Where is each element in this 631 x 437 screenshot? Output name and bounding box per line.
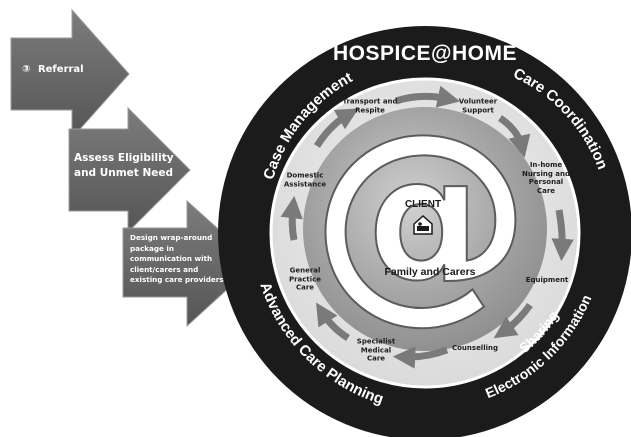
step-volunteer-support: Volunteer Support [458,97,498,115]
referral-text: ③ Referral [22,64,84,75]
flow-arrow-counselling-specialist [392,346,449,369]
design-line-3: communication with [130,254,213,263]
flow-arrow-volunteer-inhome [497,115,531,158]
flow-arrow-inhome-equipment [551,209,574,262]
step-inhome-nursing: In-home Nursing and Personal Care [521,161,570,195]
referral-label: Referral [37,64,84,75]
design-package-arrow [122,199,257,328]
design-package-text: Design wrap-around package in communicat… [130,233,240,286]
step-counselling: Counselling [451,343,499,352]
eligibility-line-2: and Unmet Need [74,167,174,179]
flow-arrow-domestic-transport [314,108,359,148]
design-line-1: Design wrap-around [130,233,213,242]
design-line-4: client/carers and [130,264,199,274]
flow-arrow-specialist-gp [316,302,350,341]
design-line-5: existing care providers [130,275,224,284]
flow-arrow-gp-domestic [280,195,303,241]
referral-arrow [10,8,130,140]
flow-arrows [280,85,574,369]
at-symbol: @ [311,86,531,342]
eligibility-arrow [68,106,191,234]
client-home-icon [413,214,433,235]
design-line-2: package in [130,243,174,253]
step-transport-respite: Transport and Respite [342,97,398,115]
ring-title: HOSPICE@HOME [333,42,517,65]
step-equipment: Equipment [525,275,569,284]
step-specialist-medical: Specialist Medical Care [356,337,396,363]
family-carers-label: Family and Carers [384,266,475,278]
client-label: CLIENT [405,199,441,210]
eligibility-line-1: Assess Eligibility [74,152,174,164]
flow-arrow-equipment-counselling [493,302,533,339]
flow-arrow-transport-volunteer [394,85,460,108]
eligibility-text: Assess Eligibility and Unmet Need [74,151,174,181]
referral-marker: ③ [22,64,31,75]
step-general-practice: General Practice Care [288,266,322,292]
step-domestic-assistance: Domestic Assistance [283,171,327,189]
